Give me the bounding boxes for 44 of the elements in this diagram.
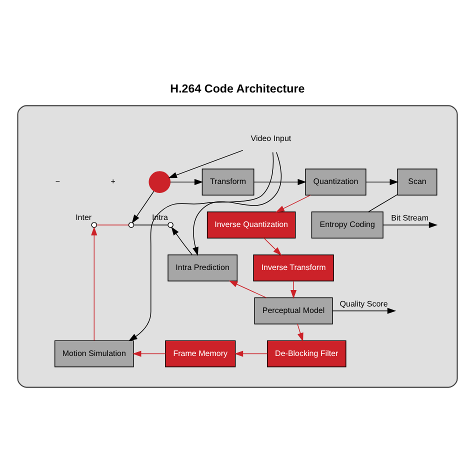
- arrow: [275, 194, 310, 212]
- edge-label: Bit Stream: [390, 213, 428, 222]
- node-box: Frame Memory: [164, 340, 236, 368]
- node-circle: [90, 222, 97, 228]
- cluster: [16, 105, 458, 388]
- arrow: [228, 280, 266, 298]
- arrow: [253, 179, 306, 186]
- node-circle: [167, 222, 173, 228]
- arrow: [234, 350, 268, 357]
- node-box: Transform: [201, 168, 254, 196]
- arrow: [382, 222, 438, 228]
- arrow: [169, 179, 203, 186]
- arrow: [192, 152, 282, 256]
- node-box: Perceptual Model: [254, 297, 332, 324]
- arrow: [90, 226, 97, 341]
- node-box: Scan: [396, 168, 437, 196]
- node-label: Inter: [75, 213, 92, 222]
- node-box: Quantization: [304, 168, 366, 196]
- connector: [133, 224, 168, 226]
- arrow: [128, 152, 274, 342]
- edge-label: Quality Score: [339, 299, 388, 308]
- label: +: [110, 177, 115, 186]
- label: −: [54, 177, 60, 186]
- arrow: [132, 350, 166, 357]
- node-box: Inverse Transform: [252, 254, 334, 282]
- node-box: Motion Simulation: [54, 340, 134, 368]
- node-box: Inverse Quantization: [206, 212, 296, 238]
- node-box: Intra Prediction: [167, 254, 237, 282]
- arrow: [168, 150, 243, 178]
- arrow: [290, 280, 296, 299]
- arrow: [332, 308, 396, 314]
- arrow: [296, 324, 303, 342]
- node-box: Entropy Coding: [310, 212, 383, 238]
- connector: [367, 194, 398, 212]
- node-box: De-Blocking Filter: [266, 340, 346, 368]
- arrow: [263, 238, 282, 256]
- connector: [96, 224, 128, 226]
- diagram-title: H.264 Code Architecture: [170, 82, 304, 96]
- arrow: [365, 179, 398, 186]
- node-circle: [128, 222, 134, 228]
- node-circle: [148, 171, 170, 193]
- node-text: Video Input: [250, 134, 291, 144]
- arrow: [170, 226, 192, 256]
- arrow: [131, 190, 154, 224]
